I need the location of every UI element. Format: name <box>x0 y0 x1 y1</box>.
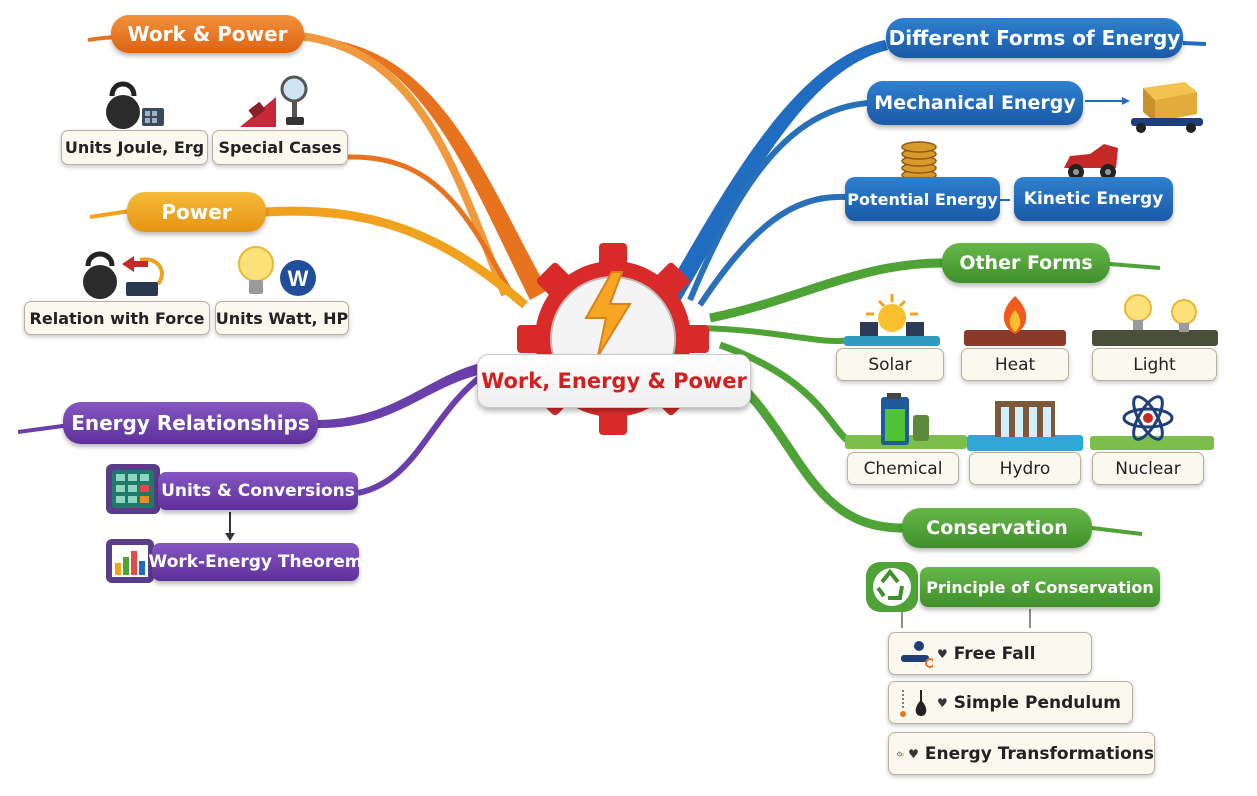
work-power-node[interactable]: Work & Power <box>111 15 304 53</box>
bullet-icon: ♥ <box>908 746 919 761</box>
units-joule-erg-card[interactable]: Units Joule, Erg <box>61 130 208 165</box>
sun-icon <box>844 294 940 346</box>
branch-potential <box>697 193 846 307</box>
units-watt-hp-card[interactable]: Units Watt, HP <box>215 301 349 335</box>
energy-relationships-node[interactable]: Energy Relationships <box>63 402 318 444</box>
branch-mechanical <box>687 100 869 302</box>
lightbulb-icon: W <box>238 246 316 296</box>
nuclear-card[interactable]: Nuclear <box>1092 452 1204 485</box>
potential-energy-node[interactable]: Potential Energy <box>845 177 1000 221</box>
solar-card[interactable]: Solar <box>836 348 944 381</box>
lightbulb-icon <box>1092 294 1218 346</box>
free-fall-label: Free Fall <box>953 643 1036 664</box>
calculator-icon <box>106 464 160 514</box>
other-forms-node[interactable]: Other Forms <box>942 243 1110 283</box>
crate-cart-icon <box>1131 82 1203 133</box>
lightning-icon <box>584 271 632 357</box>
bullet-icon: ♥ <box>937 695 948 710</box>
branch-units-conversions <box>357 367 492 496</box>
special-cases-card[interactable]: Special Cases <box>212 130 348 165</box>
branch-special-cases <box>347 154 518 302</box>
pendulum-icon <box>900 689 927 717</box>
atom-icon <box>1090 395 1214 450</box>
mechanical-energy-node[interactable]: Mechanical Energy <box>867 81 1083 125</box>
free-fall-card[interactable]: ♥ Free Fall <box>888 632 1092 675</box>
magnifier-icon <box>280 75 308 103</box>
power-node[interactable]: Power <box>127 192 266 232</box>
units-conversions-node[interactable]: Units & Conversions <box>158 472 358 510</box>
hydro-card[interactable]: Hydro <box>969 452 1081 485</box>
work-energy-theorem-node[interactable]: Work-Energy Theorem <box>149 543 362 581</box>
battery-icon <box>845 393 967 449</box>
conservation-node[interactable]: Conservation <box>902 508 1092 548</box>
fire-icon <box>964 296 1066 346</box>
falling-person-icon <box>901 640 933 668</box>
branch-other-forms <box>709 258 946 323</box>
gears-icon <box>897 751 905 756</box>
watt-badge-icon <box>280 260 316 296</box>
dam-icon <box>967 401 1083 451</box>
relation-with-force-card[interactable]: Relation with Force <box>24 301 210 335</box>
cycle-arrow-icon <box>139 257 164 286</box>
center-title[interactable]: Work, Energy & Power <box>477 354 751 408</box>
chemical-card[interactable]: Chemical <box>847 452 959 485</box>
kettlebell-icon <box>106 81 164 129</box>
branch-power <box>264 206 528 309</box>
principle-of-conservation-node[interactable]: Principle of Conservation <box>920 567 1160 607</box>
svg-text:W: W <box>288 266 309 291</box>
energy-transformations-card[interactable]: ♥ Energy Transformations <box>888 732 1155 775</box>
ramp-icon <box>240 75 308 127</box>
simple-pendulum-card[interactable]: ♥ Simple Pendulum <box>888 681 1133 724</box>
energy-transformations-label: Energy Transformations <box>924 743 1154 764</box>
different-forms-node[interactable]: Different Forms of Energy <box>886 18 1183 58</box>
branch-energy-relationships <box>315 360 495 429</box>
simple-pendulum-label: Simple Pendulum <box>953 692 1122 713</box>
car-icon <box>1064 144 1118 180</box>
kettlebell-icon <box>83 251 164 299</box>
recycle-icon <box>866 562 918 612</box>
heat-card[interactable]: Heat <box>961 348 1069 381</box>
bar-chart-icon <box>106 539 154 583</box>
coin-stack-icon <box>901 141 937 181</box>
light-card[interactable]: Light <box>1092 348 1217 381</box>
branch-work-power <box>300 36 548 300</box>
kinetic-energy-node[interactable]: Kinetic Energy <box>1014 177 1173 221</box>
bullet-icon: ♥ <box>937 646 948 661</box>
